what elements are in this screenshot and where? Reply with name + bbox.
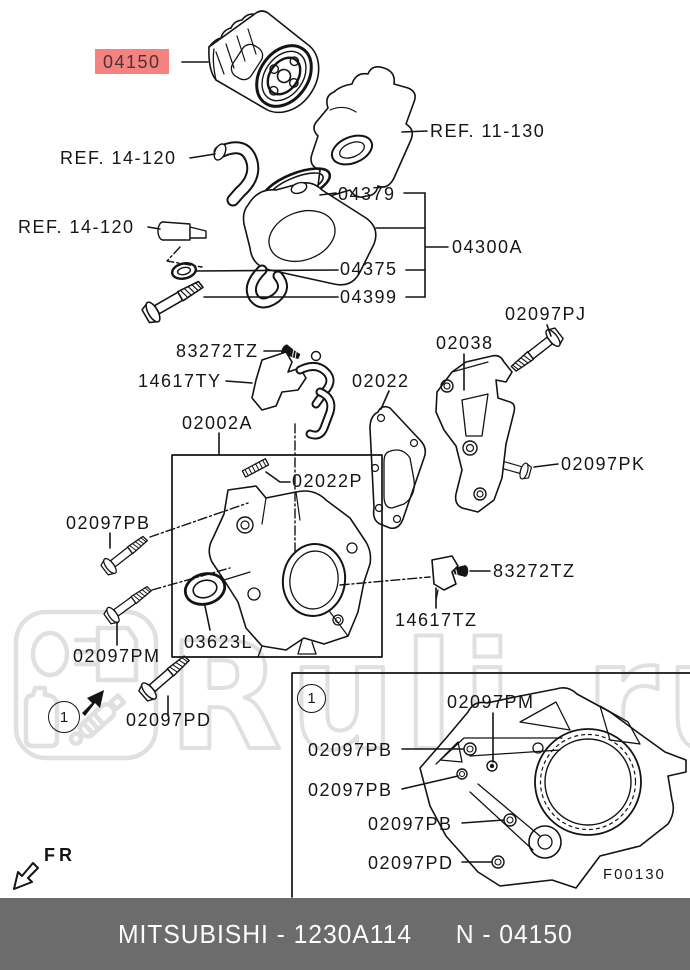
part-label-02097pk[interactable]: 02097PK (561, 454, 646, 474)
part-label-14617ty[interactable]: 14617TY (138, 371, 222, 391)
part-label-02002a[interactable]: 02002A (182, 413, 254, 433)
footer-part-number: N - 04150 (455, 918, 573, 949)
part-label-02097pd-inset[interactable]: 02097PD (368, 853, 454, 873)
pin-02022p-drawing (241, 458, 270, 478)
part-label-02022p[interactable]: 02022P (292, 471, 364, 491)
assembly-axis-lines (149, 246, 431, 591)
oil-filter-drawing (208, 10, 320, 114)
part-label-04399[interactable]: 04399 (340, 287, 398, 307)
oil-cooler-drawing (242, 181, 377, 309)
footer-brand-part: MITSUBISHI - 1230A114 (117, 918, 412, 949)
fr-direction-label: FR (44, 845, 76, 865)
ref-label-14-120-left[interactable]: REF. 14-120 (18, 217, 135, 237)
part-label-02038[interactable]: 02038 (436, 333, 494, 353)
engine-block-drawing (310, 66, 416, 198)
callout-index-main: 1 (48, 701, 80, 733)
part-label-02097pb-inset-1[interactable]: 02097PB (308, 740, 393, 760)
part-label-02097pm-left[interactable]: 02097PM (73, 646, 161, 666)
bolt-02097pb (98, 530, 152, 578)
ref-label-14-120-top[interactable]: REF. 14-120 (60, 148, 177, 168)
leader-lines (109, 61, 559, 863)
inset-box (291, 672, 690, 898)
part-label-04375[interactable]: 04375 (340, 259, 398, 279)
chain-case-drawing (208, 485, 372, 658)
part-label-02097pj[interactable]: 02097PJ (505, 304, 587, 324)
footer-bar: MITSUBISHI - 1230A114 N - 04150 (0, 898, 690, 970)
valve-14617ty-drawing (251, 350, 336, 440)
callout-arrow (82, 690, 104, 716)
part-label-02097pm-inset[interactable]: 02097PM (447, 692, 535, 712)
detail-box-02002a (171, 454, 383, 658)
gasket-02022-drawing (369, 405, 427, 530)
part-label-14617tz[interactable]: 14617TZ (395, 610, 478, 630)
inset-front-case-drawing (419, 687, 687, 889)
bolt-04399 (139, 273, 208, 327)
part-label-02097pb-inset-3[interactable]: 02097PB (368, 814, 453, 834)
bolt-02097pj (506, 324, 566, 378)
seal-03623l-drawing (183, 572, 227, 606)
ref-label-11-130[interactable]: REF. 11-130 (430, 121, 546, 141)
part-label-83272tz-lower[interactable]: 83272TZ (493, 561, 576, 581)
part-label-03623l[interactable]: 03623L (184, 632, 254, 652)
part-label-02097pb-left[interactable]: 02097PB (66, 513, 151, 533)
part-label-02022[interactable]: 02022 (352, 371, 410, 391)
oil-hose-drawing (213, 141, 260, 207)
parts-diagram-canvas: Ruli.ru (13, 10, 690, 898)
part-label-04300a[interactable]: 04300A (452, 237, 524, 257)
part-label-04379[interactable]: 04379 (338, 184, 396, 204)
part-label-04150-highlighted[interactable]: 04150 (95, 49, 169, 74)
part-label-02097pb-inset-2[interactable]: 02097PB (308, 780, 393, 800)
part-label-83272tz-upper[interactable]: 83272TZ (176, 341, 259, 361)
fr-direction-arrow (13, 862, 39, 890)
bracket-02038-drawing (435, 354, 516, 513)
part-label-02097pd-left[interactable]: 02097PD (126, 710, 212, 730)
callout-index-inset: 1 (297, 684, 326, 713)
fitting-drawing (157, 221, 207, 241)
figure-code: F00130 (603, 866, 666, 883)
